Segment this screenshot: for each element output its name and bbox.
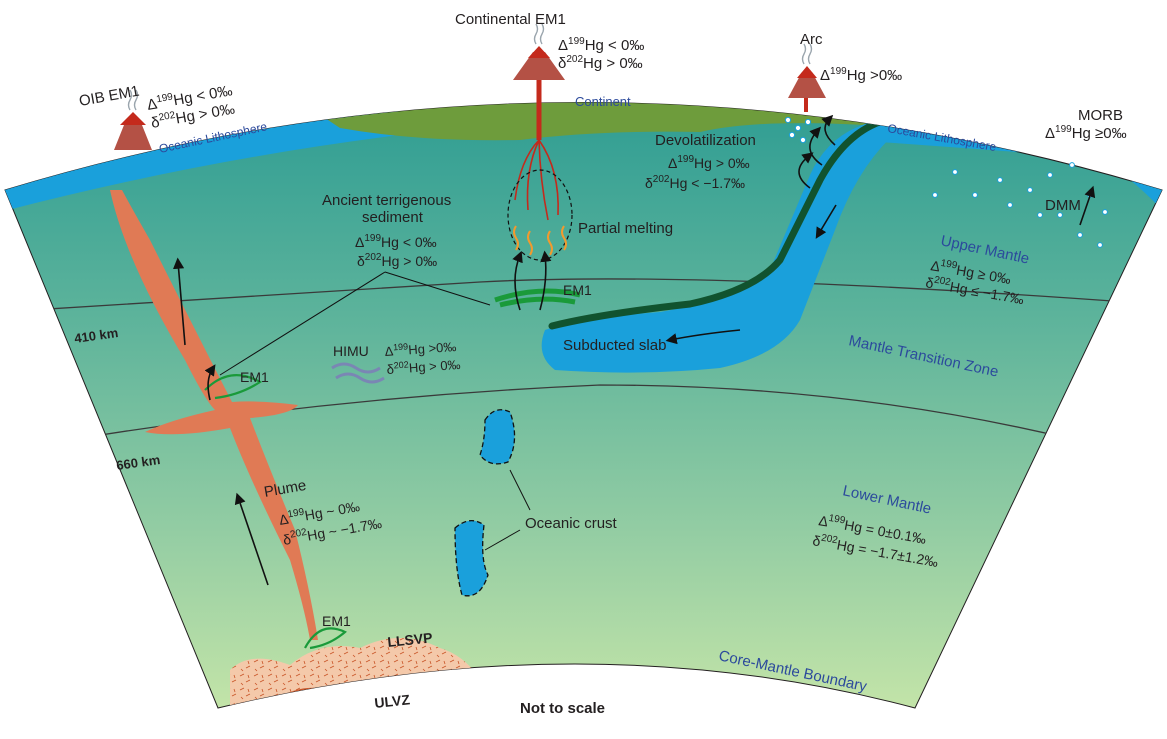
subducted-slab-label: Subducted slab	[563, 337, 666, 354]
continental-line1: Δ199Hg < 0‰	[558, 36, 644, 54]
crust-leader-1	[509, 469, 531, 511]
partial-melting-label: Partial melting	[578, 220, 673, 237]
llsvp-label: LLSVP	[387, 629, 434, 650]
volcano-continental	[513, 46, 565, 80]
partial-melting-zone	[507, 169, 573, 261]
sediment-line2: δ202Hg > 0‰	[357, 252, 437, 269]
em1-lens-llsvp	[304, 627, 347, 650]
not-to-scale-note: Not to scale	[520, 700, 605, 717]
em1-lens-plume	[204, 374, 263, 400]
label-continent: Continent	[575, 94, 631, 109]
devolatilization-title: Devolatilization	[655, 132, 756, 149]
volcano-oib	[114, 112, 152, 150]
sediment-leader	[219, 271, 491, 376]
slab-outline	[548, 114, 899, 330]
dmm-label: DMM	[1045, 197, 1081, 214]
flow-arrows	[172, 114, 1096, 586]
oceanic-crust-upper	[479, 409, 516, 465]
sediment-title2: sediment	[362, 209, 424, 226]
oceanic-crust-label: Oceanic crust	[525, 515, 618, 532]
morb-line1: Δ199Hg ≥0‰	[1045, 124, 1127, 142]
himu-lens	[331, 362, 385, 384]
ulvz-label: ULVZ	[374, 691, 411, 711]
arc-title: Arc	[800, 31, 823, 48]
dmm-dots	[932, 162, 1108, 248]
subducted-slab	[541, 120, 905, 373]
volcano-arc	[788, 66, 826, 98]
steam-icon	[127, 23, 813, 111]
devolatilization-line1: Δ199Hg > 0‰	[668, 154, 750, 171]
continental-line2: δ202Hg > 0‰	[558, 54, 643, 72]
em1-label-plume: EM1	[240, 369, 269, 385]
mantle-wedge	[4, 102, 1163, 709]
himu-title: HIMU	[333, 343, 369, 359]
morb-title: MORB	[1078, 107, 1123, 124]
boundary-410	[5, 278, 1162, 313]
oceanic-lithosphere-left	[5, 102, 400, 212]
em1-label-continental: EM1	[563, 282, 592, 298]
sediment-title1: Ancient terrigenous	[322, 192, 451, 209]
devolatilization-line2: δ202Hg < −1.7‰	[645, 174, 745, 191]
arc-line1: Δ199Hg >0‰	[820, 66, 902, 84]
continental-title: Continental EM1	[455, 11, 566, 28]
label-410km: 410 km	[73, 325, 119, 346]
em1-label-llsvp: EM1	[322, 613, 351, 629]
oceanic-crust-lower	[454, 520, 489, 597]
himu-line2: δ202Hg > 0‰	[386, 356, 461, 377]
melt-squiggles	[513, 225, 567, 256]
himu-line1: Δ199Hg >0‰	[384, 338, 457, 359]
oib-title: OIB EM1	[78, 83, 141, 110]
crust-leader-2	[484, 529, 521, 551]
plume	[110, 190, 318, 640]
label-660km: 660 km	[115, 452, 161, 473]
fluid-dots	[784, 116, 812, 144]
sediment-line1: Δ199Hg < 0‰	[355, 233, 437, 250]
em1-lens-continental	[494, 288, 581, 308]
